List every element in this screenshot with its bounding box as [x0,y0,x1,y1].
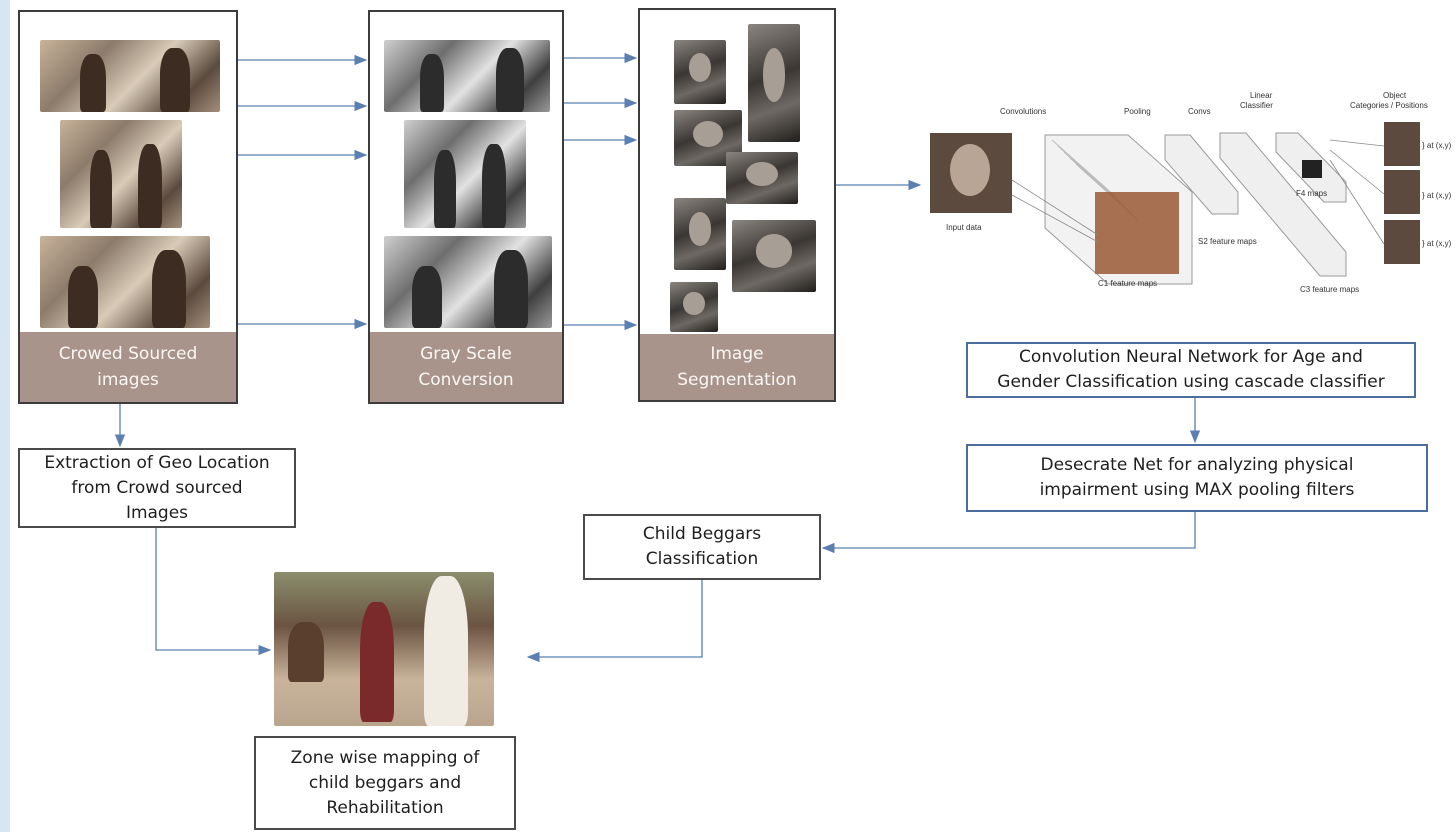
zone-mapping-box: Zone wise mapping of child beggars and R… [254,736,516,830]
gray-photo-2 [404,120,526,228]
geo-location-box: Extraction of Geo Location from Crowd so… [18,448,296,528]
child-beggars-classification-box: Child Beggars Classification [583,514,821,580]
cnn-classification-box: Convolution Neural Network for Age and G… [966,342,1416,398]
segment-face-7 [670,282,718,332]
crowd-photo-2 [60,120,182,228]
gray-photo-1 [384,40,550,112]
crowd-sourced-label: Crowed Sourced images [20,332,236,402]
segmentation-label: Image Segmentation [640,334,834,400]
segment-face-1 [674,40,726,104]
segment-face-6 [732,220,816,292]
segmentation-stage: Image Segmentation [638,8,836,402]
segment-face-2 [748,24,800,142]
segment-face-5 [674,198,726,270]
crowd-photo-1 [40,40,220,112]
gray-scale-stage: Gray Scale Conversion [368,10,564,404]
crowd-sourced-stage: Crowed Sourced images [18,10,238,404]
segment-face-4 [726,152,798,204]
rehabilitation-photo [274,572,494,726]
desecrate-net-box: Desecrate Net for analyzing physical imp… [966,444,1428,512]
gray-scale-label: Gray Scale Conversion [370,332,562,402]
gray-photo-3 [384,236,552,328]
crowd-photo-3 [40,236,210,328]
